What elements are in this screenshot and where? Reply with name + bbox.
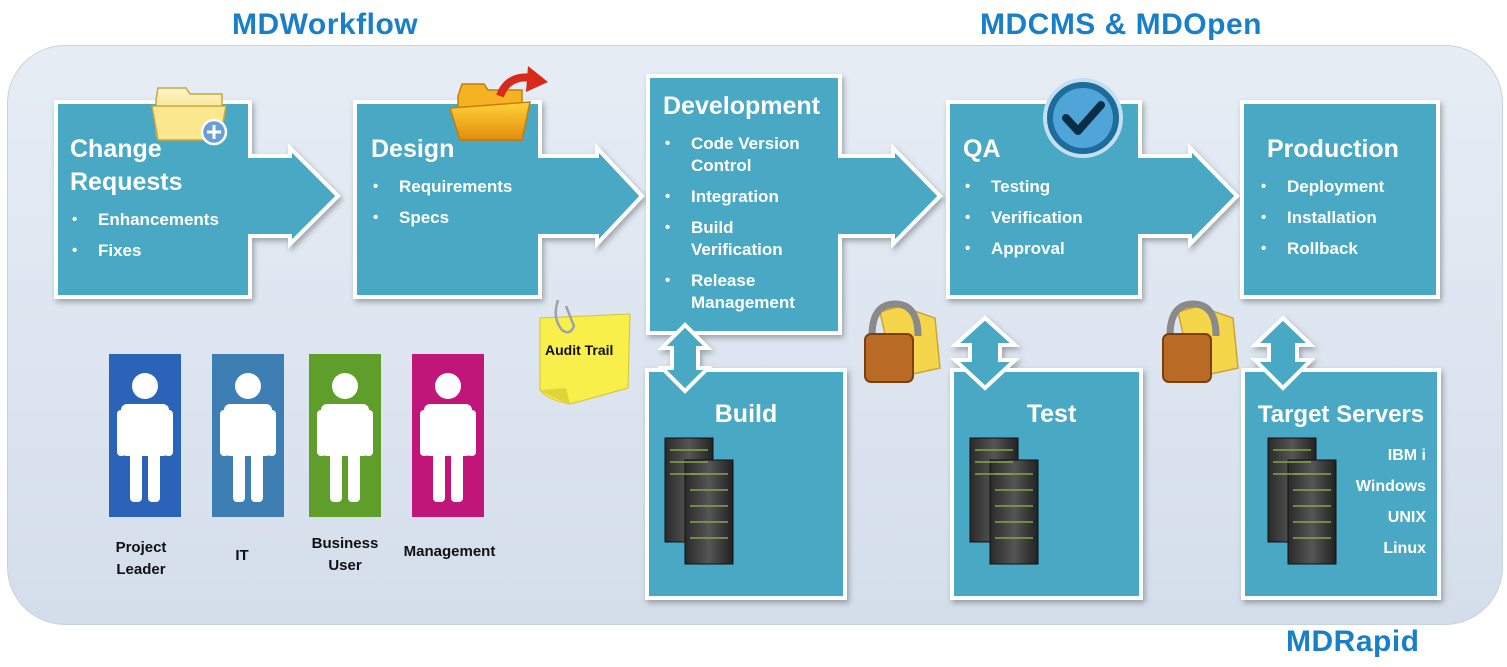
qa-heading: QA	[963, 135, 1001, 163]
workflow-title: MDWorkflow	[232, 8, 419, 41]
development-item: Code Version Control	[663, 133, 811, 177]
server-rack-icon	[1267, 437, 1337, 565]
production-text: Production Deployment Installation Rollb…	[1259, 133, 1434, 269]
platform-item: UNIX	[1387, 509, 1426, 526]
checkmark-badge-icon	[1043, 78, 1123, 158]
design-text: Design Requirements Specs	[371, 133, 551, 238]
production-heading: Production	[1267, 135, 1399, 163]
role-label: Business User	[311, 535, 379, 574]
target-servers-heading: Target Servers	[1257, 401, 1425, 428]
production-item: Installation	[1259, 207, 1434, 229]
person-icon	[212, 354, 284, 517]
design-box	[353, 100, 645, 299]
role-label: IT	[235, 547, 249, 564]
qa-item: Verification	[963, 207, 1138, 229]
dev-build-double-arrow	[657, 322, 713, 394]
cms-title: MDCMS & MDOpen	[980, 8, 1262, 41]
production-servers-double-arrow	[1250, 315, 1316, 391]
qa-item: Testing	[963, 176, 1138, 198]
change-requests-item: Enhancements	[70, 209, 250, 231]
server-rack-icon	[664, 437, 734, 565]
production-item: Rollback	[1259, 238, 1434, 260]
platform-item: Linux	[1383, 540, 1426, 557]
rapid-title: MDRapid	[1286, 625, 1420, 658]
platform-item: IBM i	[1387, 447, 1426, 464]
change-requests-item: Fixes	[70, 240, 250, 262]
qa-item: Approval	[963, 238, 1138, 260]
development-item: Build Verification	[663, 217, 791, 261]
padlock-folder-icon	[1162, 300, 1239, 383]
production-item: Deployment	[1259, 176, 1434, 198]
folder-plus-icon	[151, 87, 228, 146]
person-icon	[412, 354, 484, 517]
production-box	[1240, 100, 1440, 299]
design-item: Requirements	[371, 176, 551, 198]
development-heading: Development	[663, 92, 820, 120]
audit-trail-label: Audit Trail	[545, 342, 614, 358]
platform-item: Windows	[1355, 478, 1426, 495]
open-folder-icon	[449, 66, 548, 141]
person-icon	[109, 354, 181, 517]
development-text: Development Code Version Control Integra…	[663, 90, 838, 323]
role-label: Management	[403, 543, 496, 560]
test-heading: Test	[1026, 400, 1077, 428]
padlock-folder-icon	[864, 300, 941, 383]
person-icon	[309, 354, 381, 517]
server-rack-icon	[969, 437, 1039, 565]
build-heading: Build	[714, 400, 778, 428]
change-requests-text: Change Requests Enhancements Fixes	[70, 133, 250, 271]
role-label: Project Leader	[115, 539, 167, 578]
design-item: Specs	[371, 207, 551, 229]
design-heading: Design	[371, 135, 455, 163]
change-requests-heading: Change Requests	[70, 135, 183, 196]
sticky-note-icon	[539, 299, 631, 405]
development-item: Integration	[663, 186, 838, 208]
development-item: Release Management	[663, 270, 811, 314]
qa-text: QA Testing Verification Approval	[963, 133, 1138, 269]
platform-list: IBM i Windows UNIX Linux	[1340, 440, 1426, 568]
qa-test-double-arrow	[949, 315, 1021, 391]
